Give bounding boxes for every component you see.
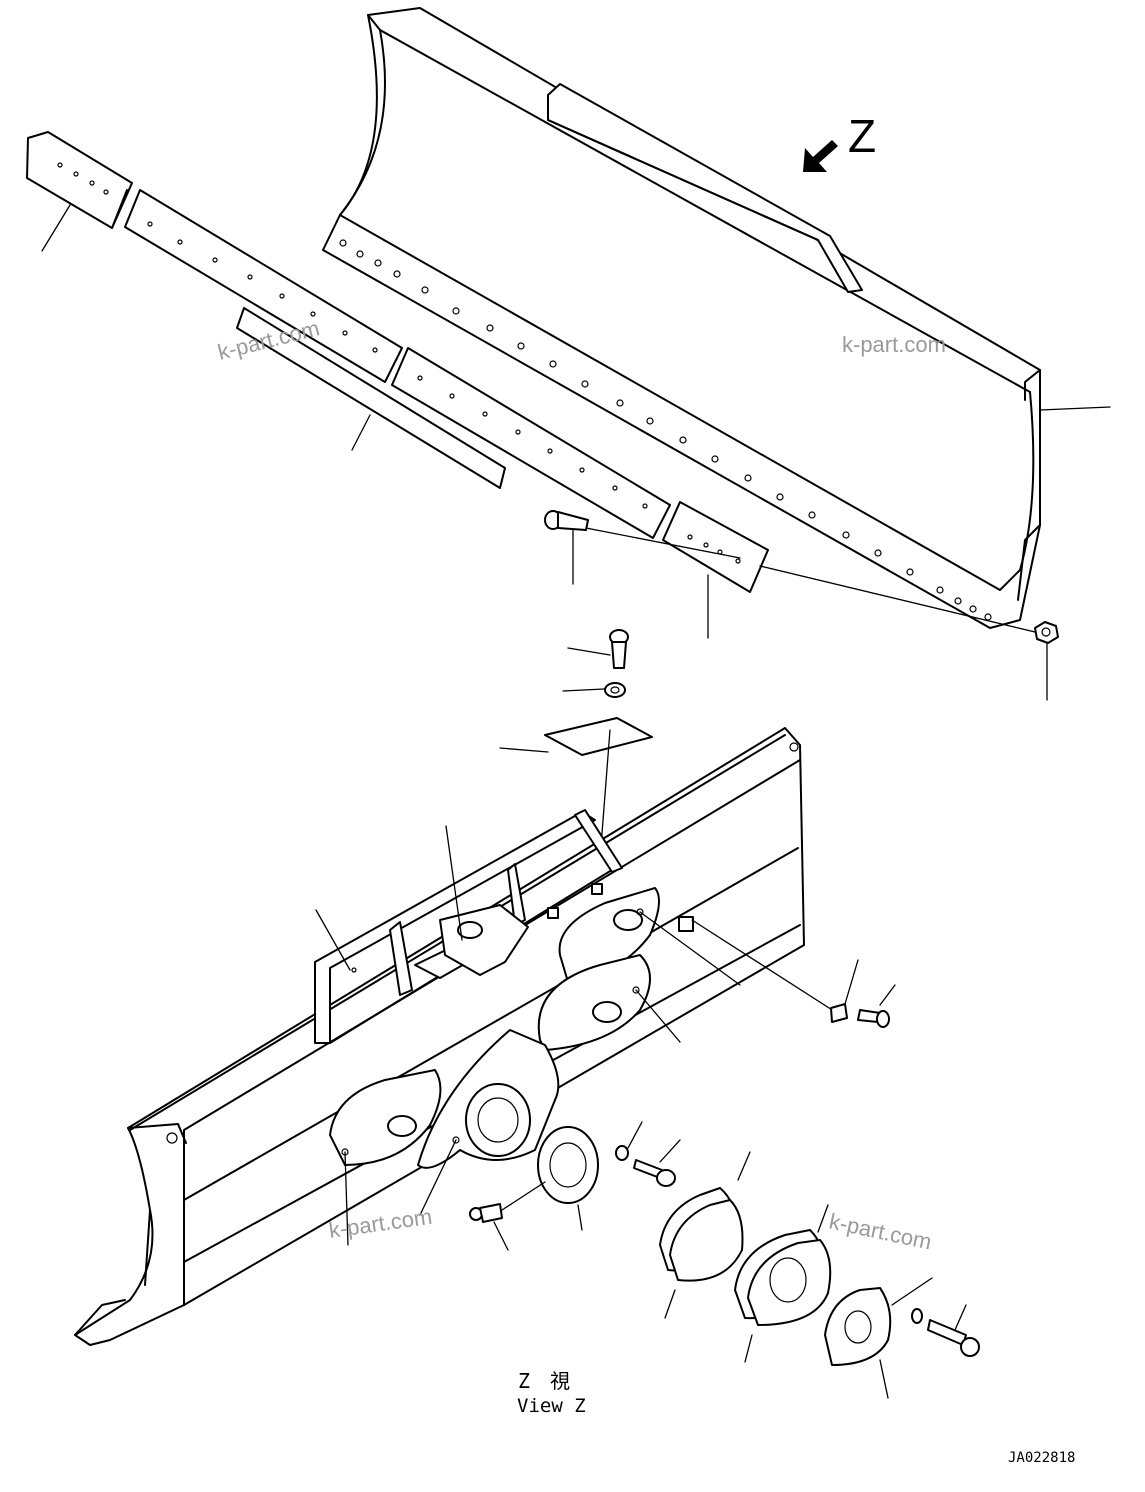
- grease-fitting: [469, 1181, 546, 1251]
- plow-bolt: [544, 510, 589, 531]
- shim-set-1: [659, 1151, 751, 1319]
- end-bit-left: [26, 131, 133, 229]
- watermark-4: k-part.com: [827, 1208, 934, 1254]
- bolt-right: [927, 1304, 980, 1357]
- cutting-edge-2: [391, 347, 671, 539]
- washer-small: [562, 682, 626, 698]
- pivot-housing: [417, 1029, 560, 1216]
- bolt-lower: [633, 1139, 681, 1187]
- shim-set-3: [824, 1277, 933, 1399]
- view-z-marker: Z: [848, 110, 876, 162]
- mount-bracket-left: [329, 1069, 442, 1246]
- mount-bracket-upper: [558, 887, 741, 986]
- edge-backing-plate: [236, 307, 506, 489]
- blade-back-frame: [74, 727, 805, 1346]
- small-bolt: [857, 984, 896, 1028]
- bolt-small: [567, 629, 629, 669]
- view-caption-en: View Z: [517, 1395, 586, 1417]
- washer-lower: [615, 1121, 643, 1161]
- leader-lines-upper: [41, 204, 1111, 701]
- small-plate: [830, 959, 859, 1023]
- square-nut: [591, 883, 603, 895]
- washer-right: [911, 1308, 923, 1324]
- nut: [1034, 621, 1059, 644]
- end-bit-right: [662, 501, 769, 593]
- view-z-arrow-icon: [803, 140, 838, 172]
- blade-bolt-holes: [339, 239, 992, 621]
- trunnion-block: [315, 825, 529, 979]
- pivot-ring: [537, 1126, 599, 1231]
- mount-bracket-lower: [537, 954, 681, 1051]
- rear-top-plate: [314, 809, 623, 1044]
- shim-set-2: [734, 1204, 832, 1363]
- square-nut-2: [547, 907, 559, 919]
- square-plug: [678, 916, 841, 1016]
- cutting-edge-1: [124, 189, 403, 383]
- drawing-code: JA022818: [1008, 1450, 1075, 1466]
- moldboard-blade: [322, 7, 1041, 629]
- watermark-2: k-part.com: [842, 332, 946, 357]
- view-caption-jp: Z 視: [518, 1369, 570, 1393]
